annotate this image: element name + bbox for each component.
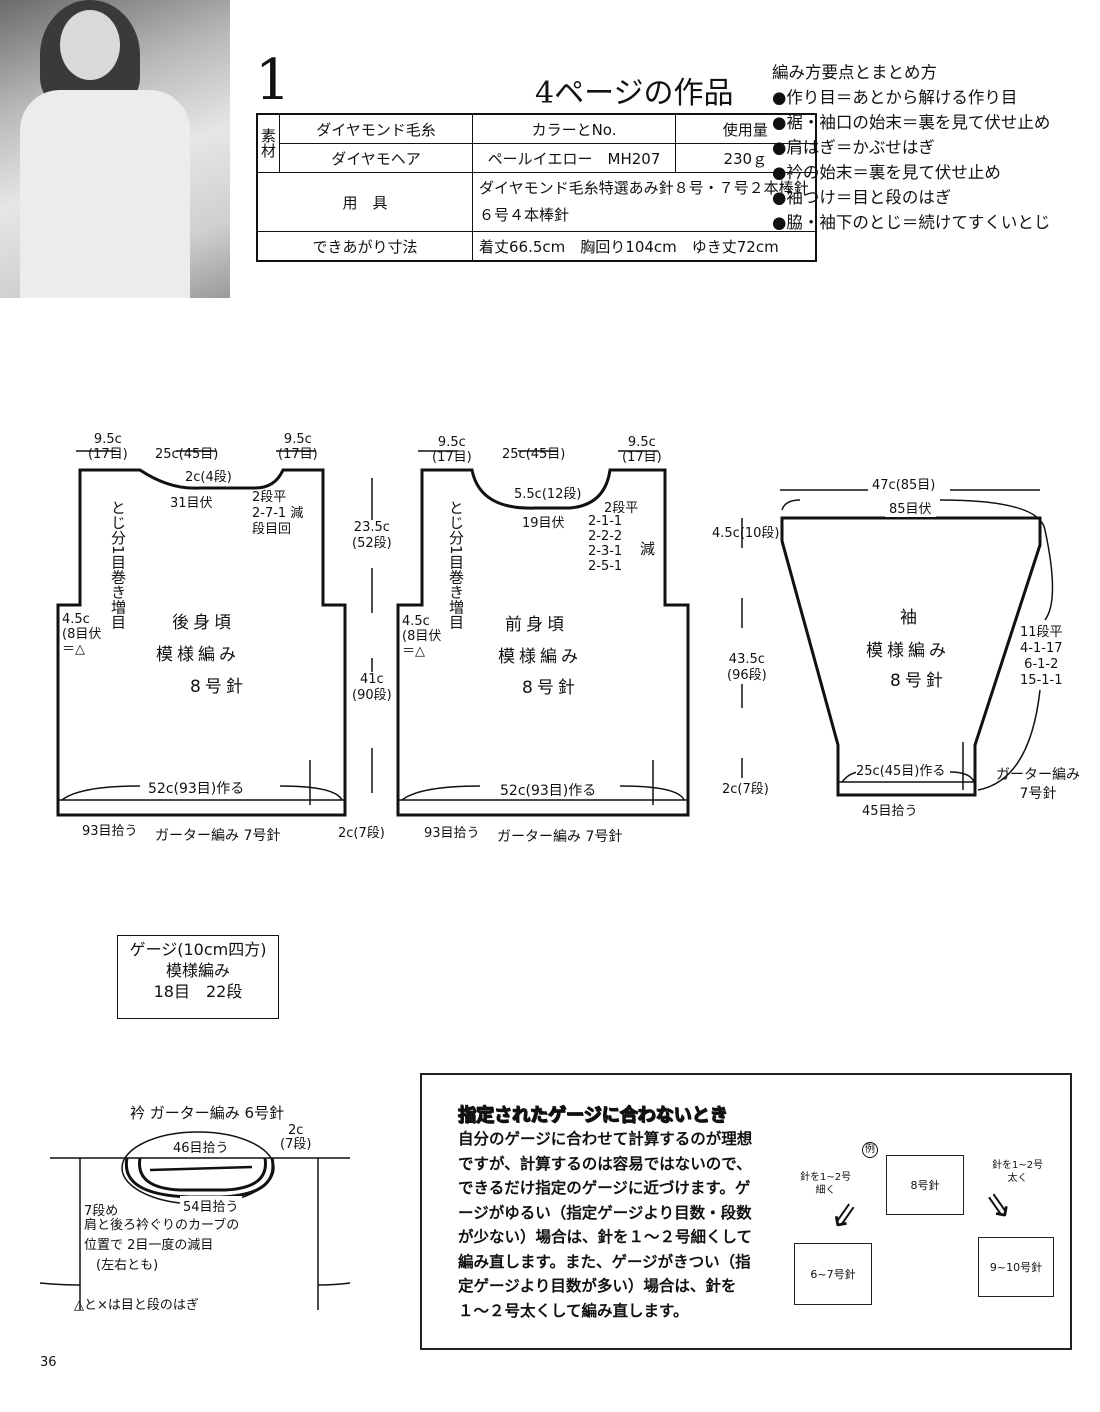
gauge-notice-box: 指定されたゲージに合わないとき 自分のゲージに合わせて計算するのが理想ですが、計… [420, 1073, 1072, 1350]
front-outline [396, 468, 690, 817]
sleeve-top-bindoff: 85目伏 [885, 498, 936, 517]
tip-item: ●裾・袖口の始末＝裏を見て伏せ止め [772, 113, 1051, 132]
back-armhole: 4.5c(8目伏＝△ [62, 612, 102, 657]
back-neck-depth: 2c(4段) [185, 470, 232, 485]
front-neck-bindoff: 19目伏 [522, 516, 565, 531]
front-neck-depth: 5.5c(12段) [514, 487, 582, 502]
sleeve-stitch: 模様編み [866, 641, 950, 661]
sleeve-piece-name: 袖 [900, 608, 921, 628]
front-band: ガーター編み 7号針 [497, 829, 623, 845]
back-needle: 8号針 [190, 677, 247, 697]
sleeve-length: 43.5c(96段) [727, 652, 767, 684]
large-needle-box: 9~10号針 [978, 1237, 1054, 1297]
arrow-down-right-icon: ⇘ [980, 1182, 1016, 1228]
tools-line-2: ６号４本棒針 [479, 206, 570, 224]
sleeve-cast-on: 25c(45目)作る [856, 760, 946, 779]
example-mark: 例 [862, 1142, 878, 1158]
collar-pickup-front: 54目拾う [180, 1196, 242, 1215]
lower-length: 41c(90段) [352, 672, 392, 704]
arrow-down-left-icon: ⇙ [826, 1192, 862, 1238]
size-value: 着丈66.5cm 胸回り104cm ゆき丈72cm [472, 231, 817, 262]
back-outline [56, 468, 347, 817]
collar-height: 2c(7段) [280, 1123, 312, 1152]
tools-line-1: ダイヤモンド毛糸特選あみ針８号・７号２本棒針 [479, 179, 809, 197]
sleeve-top-width: 47c(85目) [868, 474, 940, 493]
front-dec-head: 2段平 [604, 501, 639, 516]
thinner-label: 針を1~2号細く [800, 1172, 852, 1196]
collar-decrease-note: 肩と後ろ衿ぐりのカーブの位置で 2目一度の減目(左右とも) [84, 1218, 240, 1273]
front-dec-label: 減 [640, 540, 656, 558]
spec-table: 素材 ダイヤモンド毛糸 カラーとNo. 使用量 ダイヤモヘア ペールイエロー M… [256, 113, 817, 262]
tips-heading: 編み方要点とまとめ方 [772, 63, 937, 82]
front-stitch: 模様編み [498, 647, 582, 667]
back-neck-bindoff: 31目伏 [170, 496, 213, 511]
back-shoulder-left: 9.5c(17目) [88, 432, 128, 462]
tip-item: ●袖つけ＝目と段のはぎ [772, 188, 952, 207]
model-photo [0, 0, 230, 298]
gauge-stitch: 模様編み [165, 961, 230, 980]
tip-item: ●衿の始末＝裏を見て伏せ止め [772, 163, 1001, 182]
sleeve-outline [780, 516, 1042, 797]
size-label: できあがり寸法 [256, 231, 474, 262]
sleeve-pickup: 45目拾う [862, 804, 918, 819]
tools-label: 用 具 [256, 172, 474, 232]
collar-pickup-back: 46目拾う [170, 1137, 232, 1156]
tip-item: ●脇・袖下のとじ＝続けてすくいとじ [772, 213, 1051, 232]
back-pickup: 93目拾う [82, 824, 138, 839]
pattern-number: 1 [255, 48, 291, 113]
gauge-title: ゲージ(10cm四方) [129, 940, 267, 959]
front-neck-width: 25c(45目) [502, 447, 566, 462]
back-piece-name: 後身頃 [172, 613, 235, 633]
front-pickup: 93目拾う [424, 826, 480, 841]
notice-body: 自分のゲージに合わせて計算するのが理想ですが、計算するのは容易ではないので、でき… [458, 1130, 753, 1320]
front-armhole: 4.5c(8目伏＝△ [402, 614, 442, 659]
collar-title: 衿 ガーター編み 6号針 [130, 1104, 285, 1122]
band-height: 2c(7段) [338, 826, 385, 841]
page-title: 4ページの作品 [535, 76, 734, 111]
front-needle: 8号針 [522, 678, 579, 698]
front-piece-name: 前身頃 [505, 615, 568, 635]
sleeve-cap: 4.5c(10段) [712, 526, 780, 541]
yarn-name: ダイヤモヘア [279, 143, 474, 173]
amount-value: 230ｇ [675, 143, 817, 173]
collar-row-note: 7段め [84, 1204, 119, 1219]
front-side-note: とじ分1目巻き増目 [447, 500, 465, 630]
page-number: 36 [40, 1355, 57, 1370]
notice-title: 指定されたゲージに合わないとき [458, 1105, 729, 1127]
back-neck-width: 25c(45目) [155, 447, 219, 462]
back-stitch: 模様編み [156, 645, 240, 665]
base-needle-box: 8号針 [886, 1155, 964, 1215]
back-shoulder-right: 9.5c(17目) [278, 432, 318, 462]
tips-list: 編み方要点とまとめ方 ●作り目＝あとから解ける作り目 ●裾・袖口の始末＝裏を見て… [772, 60, 1050, 235]
tip-item: ●肩はぎ＝かぶせはぎ [772, 138, 935, 157]
front-shoulder-right: 9.5c(17目) [622, 435, 662, 465]
sleeve-band-height: 2c(7段) [722, 778, 769, 797]
thicker-label: 針を1~2号太く [992, 1160, 1044, 1184]
front-cast-on: 52c(93目)作る [500, 783, 597, 799]
tip-item: ●作り目＝あとから解ける作り目 [772, 88, 1018, 107]
material-label: 素材 [256, 113, 281, 173]
upper-length: 23.5c(52段) [352, 520, 392, 552]
join-note: △と×は目と段のはぎ [74, 1298, 199, 1313]
back-cast-on: 52c(93目)作る [148, 781, 245, 797]
back-side-note: とじ分1目巻き増目 [109, 500, 127, 630]
sleeve-needle: 8号針 [890, 671, 947, 691]
small-needle-box: 6~7号針 [794, 1243, 872, 1305]
amount-header: 使用量 [675, 113, 817, 144]
back-band: ガーター編み 7号針 [155, 828, 281, 844]
gauge-box: ゲージ(10cm四方) 模様編み 18目 22段 [117, 935, 279, 1019]
front-shoulder-left: 9.5c(17目) [432, 435, 472, 465]
gauge-value: 18目 22段 [153, 982, 243, 1001]
